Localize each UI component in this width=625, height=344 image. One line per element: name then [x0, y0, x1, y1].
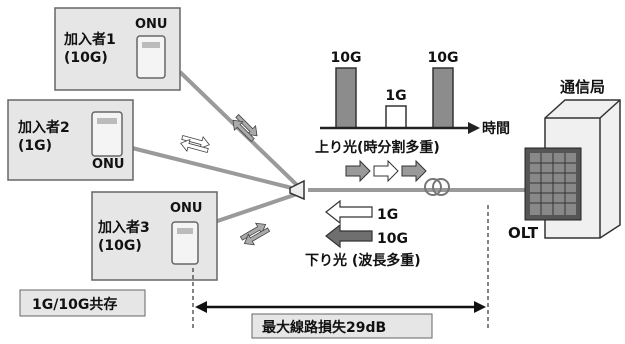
upstream-arrow-10g-icon-2	[401, 159, 427, 183]
olt-equipment	[524, 147, 582, 221]
upstream-bar-label-3: 10G	[428, 50, 459, 66]
onu-device-icon-3	[171, 221, 199, 265]
max-loss-arrowhead-right-icon	[474, 301, 486, 313]
onu-device-icon-1	[136, 35, 166, 79]
olt-label: OLT	[508, 224, 539, 242]
splitter-icon	[289, 179, 305, 201]
fiber-coil-icon	[424, 178, 450, 196]
upstream-arrow-10g-icon	[345, 159, 371, 183]
max-loss-label-box	[251, 313, 433, 339]
subscriber-2-onu-label: ONU	[92, 157, 125, 172]
subscriber-3-onu-label: ONU	[170, 201, 203, 216]
downstream-arrow-10g-icon	[325, 223, 373, 249]
time-axis-label: 時間	[482, 120, 510, 137]
downstream-10g-label: 10G	[377, 231, 408, 247]
upstream-bars: 10G 1G 10G	[331, 50, 459, 129]
coexistence-label: 1G/10G共存	[32, 296, 117, 313]
subscriber-1-onu-label: ONU	[135, 17, 168, 32]
upstream-bar-2	[385, 105, 407, 129]
onu-device-icon-2	[91, 111, 123, 157]
subscriber-2-name: 加入者2	[17, 120, 70, 136]
upstream-arrow-1g-icon	[373, 159, 399, 183]
max-loss-label: 最大線路損失29dB	[262, 319, 386, 336]
upstream-bar-3	[432, 67, 454, 129]
bidirectional-arrows-sub1-icon	[232, 113, 258, 143]
subscriber-3-name: 加入者3	[97, 220, 150, 236]
downstream-caption: 下り光 (波長多重)	[305, 252, 421, 269]
central-office-title: 通信局	[560, 78, 605, 96]
max-loss-arrowhead-left-icon	[195, 301, 207, 313]
coexistence-label-box	[19, 289, 146, 317]
bidirectional-arrows-sub3-icon	[239, 222, 271, 246]
subscriber-2-rate: (1G)	[18, 138, 52, 154]
upstream-signal-arrows	[345, 159, 427, 183]
subscriber-3-rate: (10G)	[98, 238, 142, 254]
subscriber-1-name: 加入者1	[63, 32, 116, 48]
upstream-caption: 上り光(時分割多重)	[315, 139, 440, 156]
upstream-bar-1	[335, 67, 357, 129]
time-axis-arrowhead-icon	[468, 122, 480, 134]
downstream-1g-label: 1G	[377, 207, 398, 223]
fiber-line-sub2	[131, 146, 301, 192]
bidirectional-arrows-sub2-icon	[180, 135, 210, 153]
upstream-bar-label-1: 10G	[331, 50, 362, 66]
subscriber-1-rate: (10G)	[64, 50, 108, 66]
downstream-arrow-1g-icon	[325, 199, 373, 225]
upstream-bar-label-2: 1G	[385, 88, 406, 104]
